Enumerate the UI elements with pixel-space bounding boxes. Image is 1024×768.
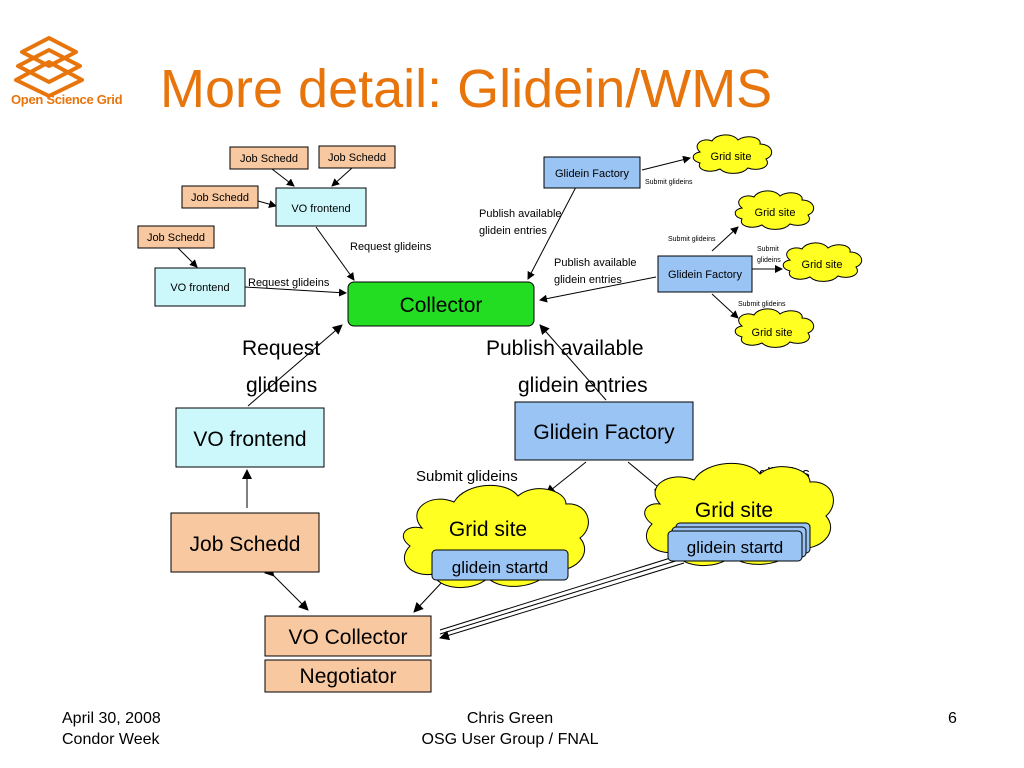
svg-text:glidein startd: glidein startd <box>687 538 783 557</box>
edge-schedd2-frontend1 <box>331 167 353 187</box>
edge-schedd4-frontend2 <box>177 247 198 268</box>
label-publish-small-2-line1: Publish available <box>554 257 637 269</box>
vo-frontend-large: VO frontend <box>175 407 325 468</box>
edge-frontend-collector <box>247 324 343 407</box>
svg-text:Grid site: Grid site <box>695 499 773 522</box>
edge-factory-gridsite1 <box>545 461 587 495</box>
label-publish-large-line2: glidein entries <box>518 374 648 397</box>
svg-text:Glidein Factory: Glidein Factory <box>668 269 742 281</box>
svg-text:Job Schedd: Job Schedd <box>328 152 386 164</box>
svg-text:VO frontend: VO frontend <box>291 203 350 215</box>
edge-frontend2-collector <box>244 286 347 297</box>
label-publish-large-line1: Publish available <box>486 337 644 360</box>
glidein-wms-diagram: Job Schedd Job Schedd Job Schedd Job Sch… <box>137 134 863 693</box>
edge-startd2-vocollector-a <box>439 554 681 631</box>
svg-text:Job Schedd: Job Schedd <box>191 192 249 204</box>
job-schedd-small-2: Job Schedd <box>318 145 396 169</box>
grid-site-small-2: Grid site <box>734 190 815 230</box>
grid-site-small-4: Grid site <box>734 308 815 348</box>
footer-event: Condor Week <box>62 731 160 748</box>
label-submit-glideins-small-2: Submit glideins <box>668 236 716 243</box>
footer-date: April 30, 2008 <box>62 710 161 727</box>
vo-frontend-small-1: VO frontend <box>275 187 367 227</box>
glidein-factory-small-1: Glidein Factory <box>543 156 641 189</box>
svg-text:Job Schedd: Job Schedd <box>190 533 301 556</box>
svg-text:Job Schedd: Job Schedd <box>147 232 205 244</box>
svg-text:Grid site: Grid site <box>802 259 843 271</box>
logo-text: Open Science Grid <box>11 92 123 107</box>
svg-text:Grid site: Grid site <box>752 327 793 339</box>
label-submit-glideins-large-1: Submit glideins <box>416 468 518 485</box>
edge-startd1-vocollector <box>413 579 445 613</box>
svg-text:Grid site: Grid site <box>711 151 752 163</box>
negotiator: Negotiator <box>264 659 432 693</box>
vo-frontend-small-2: VO frontend <box>154 267 246 307</box>
edge-jobschedd-vocollector <box>264 566 309 611</box>
collector: Collector <box>347 281 535 327</box>
footer-organization: OSG User Group / FNAL <box>421 731 599 748</box>
svg-text:Glidein Factory: Glidein Factory <box>555 168 629 180</box>
edge-schedd1-frontend1 <box>271 168 295 187</box>
glidein-factory-large: Glidein Factory <box>514 401 694 461</box>
svg-text:Job Schedd: Job Schedd <box>240 153 298 165</box>
svg-text:Negotiator: Negotiator <box>300 665 397 688</box>
edge-factory2-gridsite4 <box>711 293 739 319</box>
edge-factory2-gridsite2 <box>711 226 739 252</box>
grid-site-small-3: Grid site <box>782 242 863 282</box>
label-submit-glideins-small-4: Submit glideins <box>738 301 786 308</box>
svg-text:Grid site: Grid site <box>449 518 527 541</box>
grid-site-small-1: Grid site <box>692 134 773 174</box>
edge-frontend1-collector <box>315 226 355 281</box>
glidein-startd-2: glidein startd <box>667 530 803 562</box>
job-schedd-small-4: Job Schedd <box>137 225 215 249</box>
vo-collector: VO Collector <box>264 615 432 657</box>
label-publish-small-1-line1: Publish available <box>479 208 562 220</box>
svg-text:glidein startd: glidein startd <box>452 558 548 577</box>
edge-schedd3-frontend1 <box>257 200 277 208</box>
footer-page-number: 6 <box>948 710 957 727</box>
label-publish-small-1-line2: glidein entries <box>479 225 547 237</box>
label-request-glideins-large-line1: Request <box>242 337 320 360</box>
svg-text:Glidein Factory: Glidein Factory <box>533 421 675 444</box>
label-submit-glideins-small-1: Submit glideins <box>645 179 693 186</box>
edge-startd2-vocollector-b <box>439 558 683 635</box>
edge-startd2-vocollector-c <box>439 562 685 641</box>
footer-left: April 30, 2008 Condor Week <box>62 708 161 750</box>
label-request-glideins-small-2: Request glideins <box>248 277 330 289</box>
svg-text:VO frontend: VO frontend <box>170 282 229 294</box>
job-schedd-small-1: Job Schedd <box>229 146 309 170</box>
slide-title: More detail: Glidein/WMS <box>160 59 773 119</box>
footer-author: Chris Green <box>466 710 554 727</box>
job-schedd-small-3: Job Schedd <box>181 185 259 209</box>
label-submit-glideins-small-3-line2: glideins <box>757 257 781 264</box>
svg-text:Grid site: Grid site <box>755 207 796 219</box>
label-submit-glideins-small-3-line1: Submit <box>757 246 779 253</box>
label-publish-small-2-line2: glidein entries <box>554 274 622 286</box>
svg-text:VO frontend: VO frontend <box>193 428 306 451</box>
edge-factory1-gridsite1 <box>641 155 691 171</box>
label-request-glideins-large-line2: glideins <box>246 374 317 397</box>
edge-factory1-collector <box>527 186 577 280</box>
glidein-startd-1: glidein startd <box>431 549 569 581</box>
edge-factory-collector <box>539 324 607 401</box>
label-request-glideins-small-1: Request glideins <box>350 241 432 253</box>
glidein-factory-small-2: Glidein Factory <box>657 255 753 293</box>
edge-factory2-collector <box>539 276 657 303</box>
job-schedd-large: Job Schedd <box>170 512 320 573</box>
svg-text:Collector: Collector <box>400 294 483 317</box>
osg-logo-icon <box>14 36 84 98</box>
footer-center: Chris Green OSG User Group / FNAL <box>340 708 680 750</box>
svg-text:VO Collector: VO Collector <box>288 626 407 649</box>
